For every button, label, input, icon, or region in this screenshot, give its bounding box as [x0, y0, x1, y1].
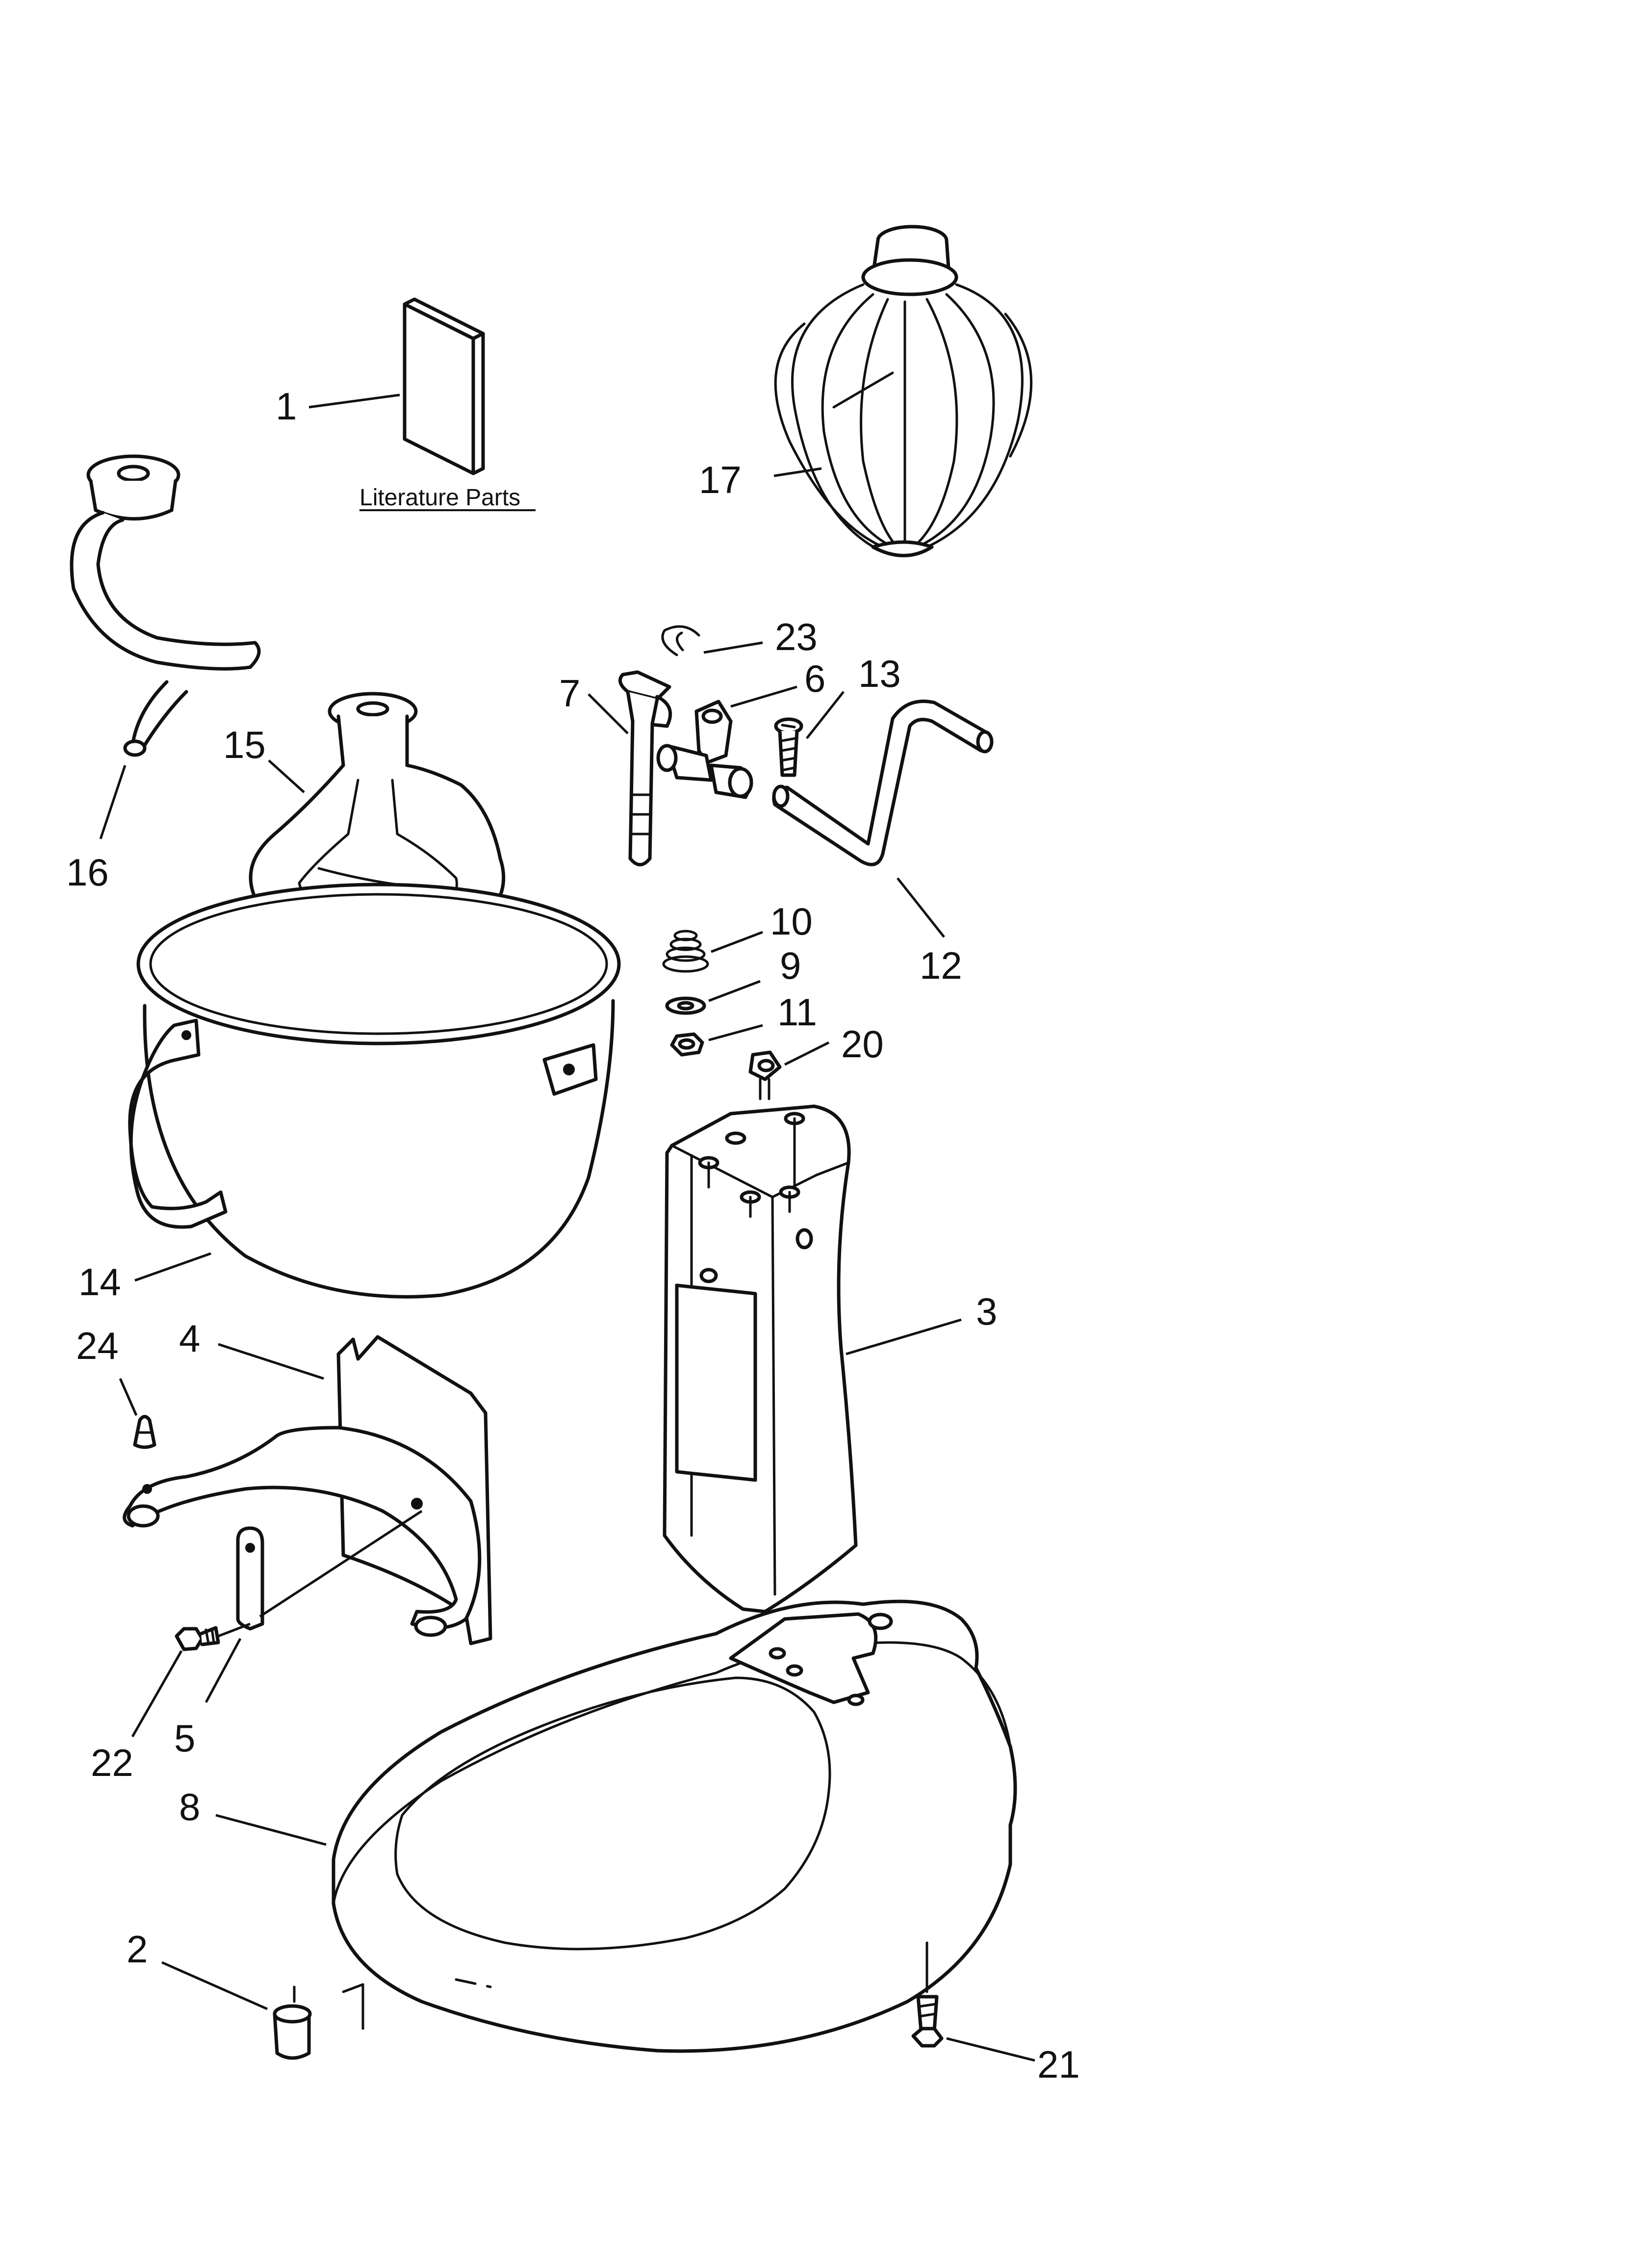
callout-6: 6	[804, 657, 825, 700]
part-10-spring	[662, 930, 709, 973]
part-21-screw	[911, 1941, 944, 2048]
callout-14: 14	[78, 1260, 121, 1303]
callout-11: 11	[777, 991, 817, 1034]
part-12-lift-handle	[772, 700, 994, 866]
callout-17: 17	[699, 458, 742, 501]
callout-9: 9	[780, 944, 801, 987]
part-22-screw	[175, 1626, 220, 1651]
callout-22: 22	[91, 1741, 133, 1784]
callout-16: 16	[66, 851, 109, 894]
callout-3: 3	[976, 1290, 997, 1333]
part-2-foot	[273, 1983, 364, 2060]
callout-23: 23	[775, 615, 818, 658]
part-4-bowl-support	[123, 1335, 492, 1645]
part-3-column	[663, 1104, 858, 1614]
literature-parts-caption: Literature Parts	[359, 485, 520, 511]
part-11-nut	[670, 1032, 704, 1057]
callout-24: 24	[76, 1324, 119, 1367]
part-13-screw	[774, 717, 803, 777]
callout-leaders	[99, 393, 1035, 2062]
callout-10: 10	[770, 900, 813, 943]
callout-2: 2	[127, 1928, 148, 1971]
callout-12: 12	[920, 944, 962, 987]
part-5-plate	[236, 1526, 264, 1631]
part-6-lever	[656, 700, 753, 799]
callout-labels: 1 17 23 7 6 13 16 15 12 10 9 11 20 14 3 …	[66, 385, 1080, 2086]
callout-13: 13	[858, 652, 901, 695]
part-20-grommet	[748, 1050, 782, 1100]
part-7-lift-rod	[618, 670, 672, 866]
part-14-bowl	[128, 883, 621, 1299]
callout-20: 20	[841, 1022, 884, 1066]
part-24-bumper	[133, 1415, 156, 1449]
part-17-wire-whip	[774, 225, 1033, 557]
callout-8: 8	[179, 1785, 200, 1828]
part-16-dough-hook	[70, 454, 261, 757]
part-23-retaining-ring	[661, 625, 700, 656]
callout-5: 5	[174, 1717, 195, 1760]
part-8-base	[332, 1599, 1017, 2053]
part-1-literature	[403, 297, 485, 475]
callout-4: 4	[179, 1317, 200, 1360]
callout-1: 1	[276, 385, 297, 428]
callout-21: 21	[1037, 2043, 1080, 2086]
callout-7: 7	[559, 672, 580, 715]
part-9-washer	[665, 996, 706, 1015]
callout-15: 15	[223, 723, 266, 766]
